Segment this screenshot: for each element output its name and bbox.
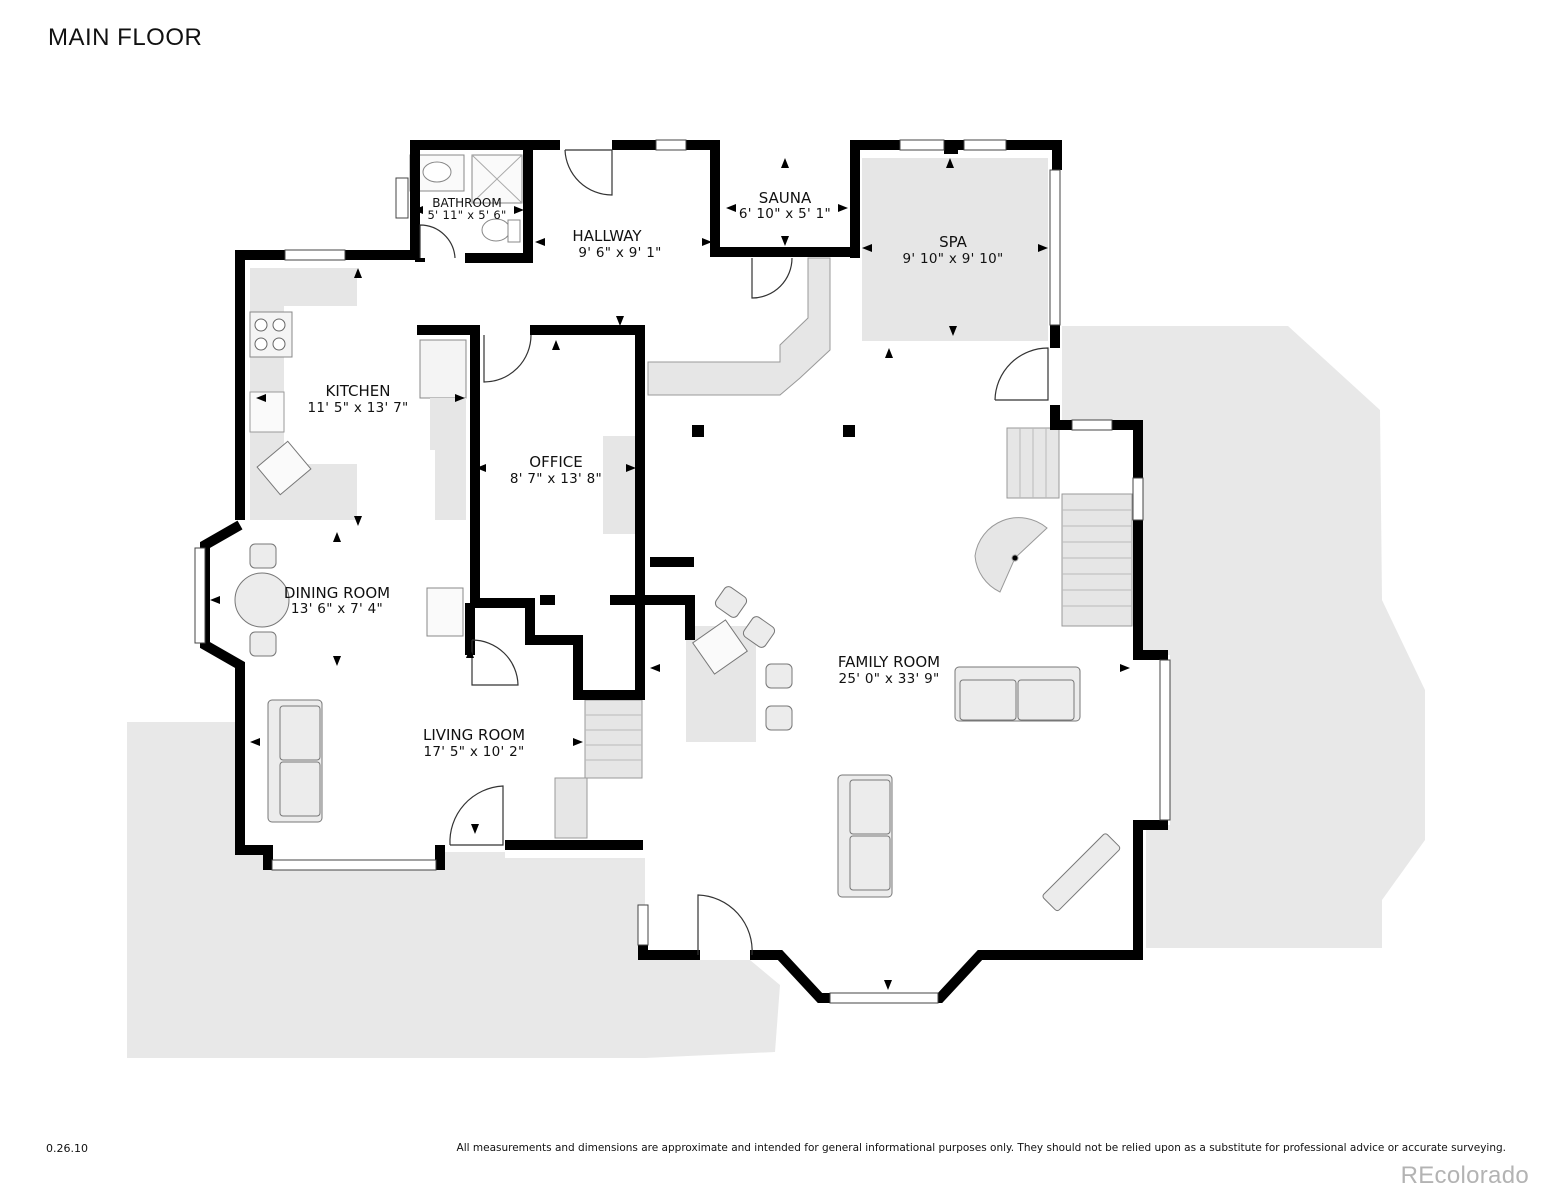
room-dims-spa: 9' 10" x 9' 10" — [902, 251, 1003, 267]
room-name-dining: DINING ROOM — [284, 584, 390, 602]
pool-table-icon — [1042, 833, 1121, 912]
laundry-sink-icon — [426, 587, 464, 637]
kitchen-sink-icon — [256, 440, 312, 496]
room-name-office: OFFICE — [529, 453, 582, 471]
room-name-sauna: SAUNA — [759, 189, 812, 207]
toilet-icon — [481, 218, 511, 242]
bar-stool-icon — [714, 586, 748, 618]
room-name-bathroom: BATHROOM — [432, 196, 501, 210]
door-hall — [564, 149, 613, 196]
windows — [194, 139, 1171, 1004]
hall-bench — [647, 257, 831, 396]
room-name-hallway: HALLWAY — [572, 227, 642, 245]
room-dims-bathroom: 5' 11" x 5' 6" — [427, 208, 506, 222]
stair-family-right — [1061, 493, 1133, 627]
room-labels: BATHROOM 5' 11" x 5' 6" HALLWAY 9' 6" x … — [284, 189, 1003, 760]
dining-table-icon — [234, 572, 290, 628]
wall-blocks — [692, 140, 958, 437]
room-name-living: LIVING ROOM — [423, 726, 525, 744]
fridge-icon — [419, 339, 467, 399]
office-desk — [603, 436, 638, 534]
stair-living-lower — [554, 777, 588, 839]
stairs — [554, 427, 1133, 839]
door-living — [449, 785, 504, 846]
room-name-family: FAMILY ROOM — [838, 653, 940, 671]
door-family — [697, 894, 753, 956]
stair-living — [584, 699, 643, 779]
watermark-logo: REcolorado — [1400, 1162, 1529, 1189]
stove-icon — [249, 311, 293, 358]
doors — [419, 149, 1049, 956]
dishwasher-icon — [249, 391, 285, 433]
door-spa — [994, 347, 1049, 401]
room-dims-family: 25' 0" x 33' 9" — [838, 671, 939, 687]
spiral-stair-icon — [974, 517, 1048, 593]
room-name-spa: SPA — [939, 233, 968, 251]
room-dims-dining: 13' 6" x 7' 4" — [291, 601, 383, 617]
kitchen-island-lower — [435, 450, 466, 520]
room-name-kitchen: KITCHEN — [326, 382, 391, 400]
door-bath — [419, 224, 456, 259]
spa-tub — [862, 158, 1048, 341]
furniture — [234, 543, 1121, 912]
room-dims-office: 8' 7" x 13' 8" — [510, 471, 602, 487]
version-label: 0.26.10 — [46, 1142, 88, 1155]
door-sauna — [751, 257, 793, 299]
door-office — [483, 334, 532, 383]
disclaimer-text: All measurements and dimensions are appr… — [456, 1142, 1506, 1154]
deck-right — [1062, 326, 1425, 948]
room-dims-hallway: 9' 6" x 9' 1" — [578, 245, 661, 261]
bar-sink-icon — [692, 619, 748, 675]
floor-title: MAIN FLOOR — [48, 24, 203, 51]
deck-left — [127, 722, 645, 1058]
fixtures — [249, 154, 1048, 742]
kitchen-island — [430, 398, 466, 450]
room-dims-sauna: 6' 10" x 5' 1" — [739, 206, 831, 222]
exterior-decks — [127, 326, 1425, 1058]
room-dims-living: 17' 5" x 10' 2" — [423, 744, 524, 760]
kitchen-counter-top — [250, 268, 357, 306]
deck-lower — [645, 960, 780, 1058]
room-dims-kitchen: 11' 5" x 13' 7" — [307, 400, 408, 416]
door-closet — [471, 639, 519, 686]
dimension-arrows — [210, 158, 1130, 990]
